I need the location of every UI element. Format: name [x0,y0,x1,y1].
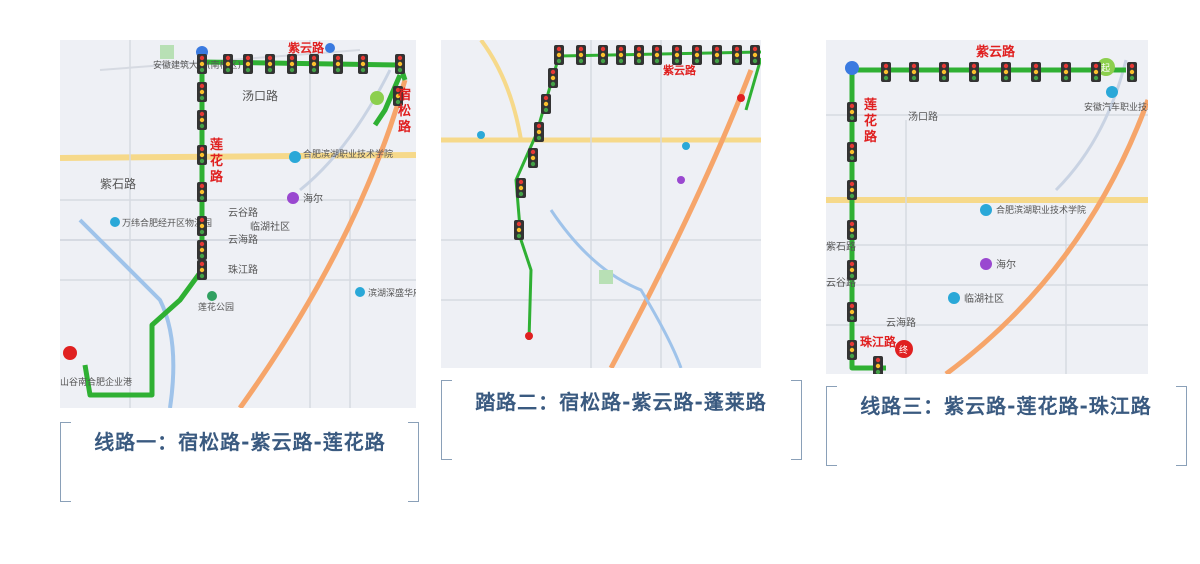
route-panel-2: 紫云路 踏路二：宿松路-紫云路-蓬莱路 [441,40,803,460]
traffic-light-icon [548,68,558,88]
p1-place-tangkou: 汤口路 [242,88,278,103]
p3-label-zhujiang: 珠江路 [860,334,897,349]
traffic-light-icon [616,45,626,65]
traffic-light-icon [197,110,207,130]
route-map-3: 起 终 紫云路 珠江路 安徽汽车职业技术学院 汤口路 合肥滨湖职业技术学院 海尔… [826,40,1148,374]
traffic-light-icon [516,178,526,198]
traffic-light-icon [1127,62,1137,82]
p3-place-tangkou: 汤口路 [908,110,938,123]
p3-place-linhu: 临湖社区 [964,292,1004,305]
p1-label-susong: 宿松路 [398,88,412,135]
route-map-2: 紫云路 [441,40,761,368]
p3-place-binhu: 合肥滨湖职业技术学院 [996,204,1086,216]
traffic-light-icon [197,82,207,102]
caption-bracket-left [826,386,837,466]
traffic-light-icon [395,54,405,74]
traffic-light-icon [534,122,544,142]
p1-place-binhu-garden: 滨湖深盛华府 [368,287,416,299]
p3-label-ziyun: 紫云路 [976,44,1016,60]
traffic-light-icon [847,102,857,122]
traffic-light-icon [197,260,207,280]
p3-start-badge: 起 [1101,63,1110,74]
traffic-light-icon [358,54,368,74]
traffic-light-icon [847,142,857,162]
p1-place-zhujiang: 珠江路 [228,263,258,276]
caption-bracket-right [1176,386,1187,466]
traffic-light-icon [692,45,702,65]
traffic-light-icon [287,54,297,74]
route-caption-3: 线路三：紫云路-莲花路-珠江路 [851,384,1161,428]
traffic-light-icon [309,54,319,74]
traffic-light-icon [847,340,857,360]
caption-bracket-left [60,422,71,502]
traffic-light-icon [598,45,608,65]
p1-place-lianhua-park: 莲花公园 [198,301,234,313]
route-caption-2-text: 踏路二：宿松路-紫云路-蓬莱路 [475,390,767,414]
p3-end-badge: 终 [899,344,908,356]
caption-bracket-left [441,380,452,460]
p1-place-yunhai: 云海路 [228,233,258,246]
traffic-light-icon [1091,62,1101,82]
p1-place-binhu: 合肥滨湖职业技术学院 [303,148,393,160]
traffic-light-icon [197,182,207,202]
traffic-light-icon [847,260,857,280]
traffic-light-icon [1031,62,1041,82]
traffic-light-icon [528,148,538,168]
p3-place-haier: 海尔 [996,258,1016,271]
traffic-light-icon [265,54,275,74]
p1-label-lianhua: 莲花路 [210,138,224,185]
route-caption-3-text: 线路三：紫云路-莲花路-珠江路 [860,394,1152,418]
traffic-light-icon [197,216,207,236]
p1-place-linhu: 临湖社区 [250,220,290,233]
traffic-light-icon [881,62,891,82]
traffic-light-icon [393,86,403,106]
traffic-light-icon [1001,62,1011,82]
route-caption-1-text: 线路一：宿松路-紫云路-莲花路 [94,430,386,454]
route-panel-1: 紫云路 汤口路 合肥滨湖职业技术学院 紫石路 海尔 万纬合肥经开区物流园 云谷路… [60,40,420,502]
traffic-light-icon [847,302,857,322]
route-panel-3: 起 终 紫云路 珠江路 安徽汽车职业技术学院 汤口路 合肥滨湖职业技术学院 海尔… [826,40,1188,466]
p3-label-lianhua: 莲花路 [864,98,878,145]
traffic-light-icon [939,62,949,82]
traffic-light-icon [541,94,551,114]
route-caption-1: 线路一：宿松路-紫云路-莲花路 [80,420,400,464]
p1-label-ziyun: 紫云路 [288,40,325,55]
route-caption-2: 踏路二：宿松路-紫云路-蓬莱路 [471,380,771,424]
traffic-light-icon [1061,62,1071,82]
p3-place-yunhai: 云海路 [886,316,916,329]
traffic-light-icon [197,54,207,74]
traffic-light-icon [873,356,883,374]
traffic-light-icon [197,145,207,165]
traffic-light-icon [847,220,857,240]
traffic-light-icon [514,220,524,240]
p3-place-anhui-auto: 安徽汽车职业技术学院 [1084,101,1148,113]
traffic-light-icon [243,54,253,74]
traffic-light-icon [847,180,857,200]
traffic-light-icon [732,45,742,65]
traffic-light-icon [909,62,919,82]
traffic-light-icon [223,54,233,74]
p1-place-shanggu: 山谷南合肥企业港 [60,376,132,388]
traffic-light-icon [576,45,586,65]
p1-place-zishi: 紫石路 [100,176,136,191]
p1-place-wanhua: 万纬合肥经开区物流园 [122,217,212,229]
route-map-1: 紫云路 汤口路 合肥滨湖职业技术学院 紫石路 海尔 万纬合肥经开区物流园 云谷路… [60,40,416,408]
traffic-light-icon [333,54,343,74]
traffic-light-icon [672,45,682,65]
traffic-light-icon [197,240,207,260]
traffic-light-icon [712,45,722,65]
p1-place-yungu: 云谷路 [228,206,258,219]
p2-label-ziyun: 紫云路 [663,63,697,77]
traffic-light-icon [652,45,662,65]
traffic-light-icon [969,62,979,82]
caption-bracket-right [791,380,802,460]
traffic-light-icon [750,45,760,65]
traffic-light-icon [634,45,644,65]
caption-bracket-right [408,422,419,502]
traffic-light-icon [554,45,564,65]
p3-place-zishi: 紫石路 [826,240,856,253]
p1-place-haier: 海尔 [303,192,323,205]
